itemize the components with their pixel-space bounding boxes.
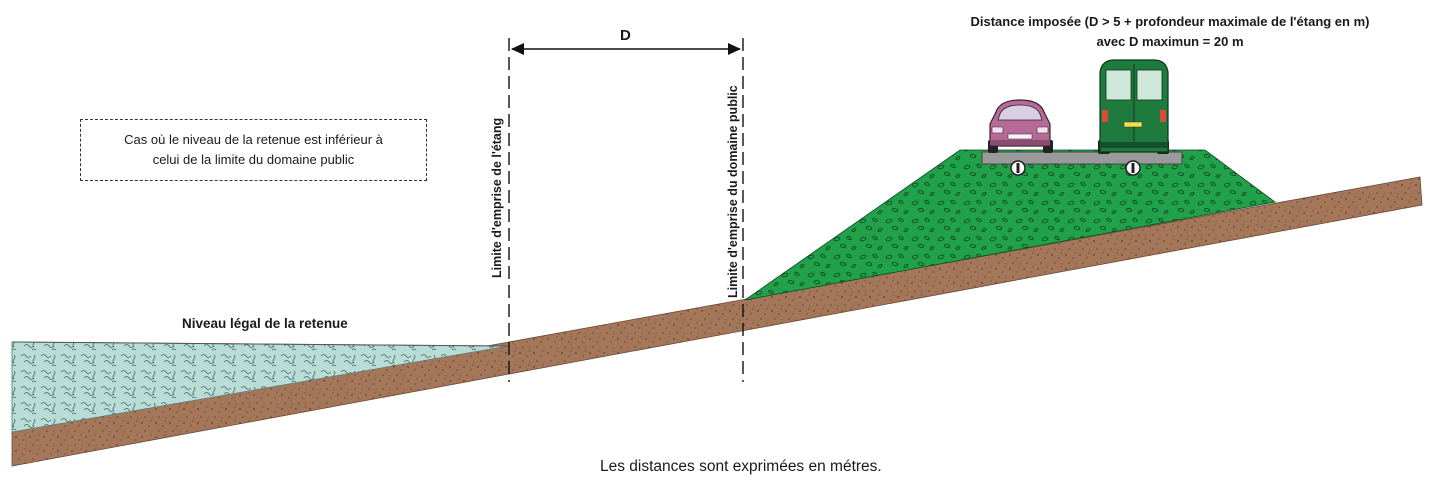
water-level-line xyxy=(11,341,509,347)
footer-note: Les distances sont exprimées en métres. xyxy=(600,458,882,475)
wheel-marker-icon xyxy=(1125,160,1141,176)
wheel-marker-icon xyxy=(1010,160,1026,176)
note-box: Cas où le niveau de la retenue est infér… xyxy=(80,119,427,181)
road-platform xyxy=(981,151,1183,165)
water-level-label: Niveau légal de la retenue xyxy=(182,316,348,331)
van-icon xyxy=(1098,59,1169,154)
dimension-label: D xyxy=(620,27,631,44)
public-domain-limit-label: Limite d'emprise du domaine public xyxy=(726,85,740,298)
dimension-arrow xyxy=(511,43,741,55)
title-line-1: Distance imposée (D > 5 + profondeur max… xyxy=(970,14,1370,29)
note-line-1: Cas où le niveau de la retenue est infér… xyxy=(124,132,383,147)
car-icon xyxy=(988,99,1053,153)
pond-limit-label: Limite d'emprise de l'étang xyxy=(490,117,504,278)
title-line-2: avec D maximun = 20 m xyxy=(1096,34,1244,49)
embankment xyxy=(744,149,1276,301)
note-line-2: celui de la limite du domaine public xyxy=(152,152,355,167)
title-block: Distance imposée (D > 5 + profondeur max… xyxy=(870,12,1429,52)
